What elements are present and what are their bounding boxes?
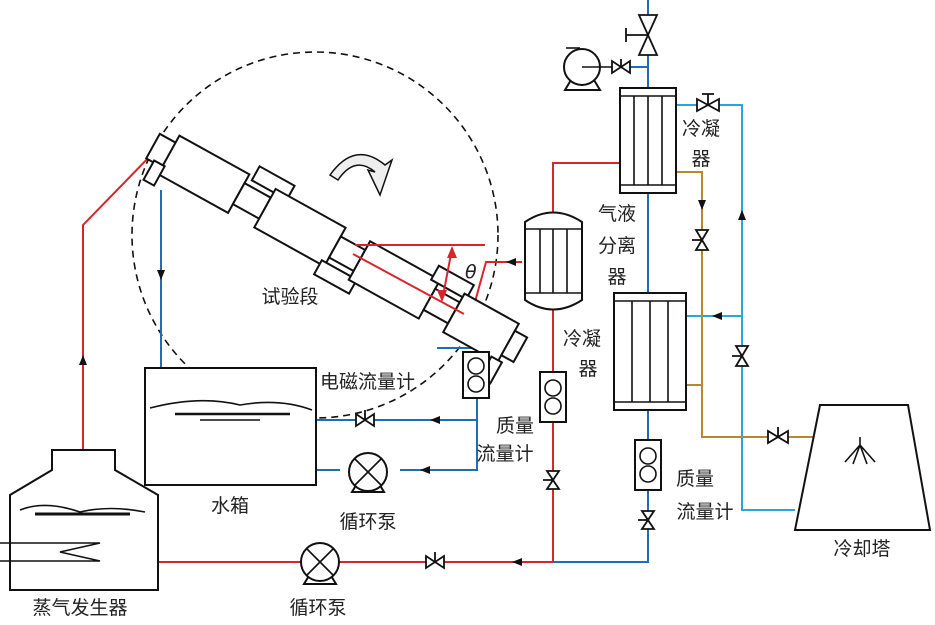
valve-icon: [355, 410, 375, 428]
pump-lower-label: 循环泵: [289, 597, 346, 619]
flow-arrows: [79, 200, 746, 566]
inclination-angle: [352, 244, 485, 315]
circulation-pump-lower: [300, 542, 340, 585]
rotation-arrow-icon: [328, 153, 394, 197]
valve-icon: [611, 59, 631, 75]
mass-flowmeter-1-label-a: 质量: [496, 415, 534, 437]
valve-icon: [425, 552, 445, 570]
rotation-circle: [131, 51, 499, 419]
valve-icon: [692, 229, 710, 251]
valve-icon: [543, 470, 561, 490]
condenser-1-label-b: 器: [691, 148, 710, 170]
theta-label: θ: [465, 261, 477, 283]
mass-flowmeter-1-label-b: 流量计: [476, 443, 533, 465]
vacuum-pump: [563, 47, 612, 91]
valves: [355, 14, 789, 570]
condenser-2-label-a: 冷凝: [563, 328, 601, 350]
condenser-2-label-b: 器: [578, 358, 597, 380]
condenser-1: [619, 87, 677, 194]
mass-flowmeter-2-label-b: 流量计: [676, 501, 733, 523]
em-flowmeter: [462, 351, 490, 399]
valve-icon: [638, 510, 656, 530]
mass-flowmeter-2: [634, 439, 662, 491]
valve-icon: [696, 93, 720, 113]
separator-label-a: 气液: [598, 203, 636, 225]
separator-label-c: 器: [607, 266, 626, 288]
separator-label-b: 分离: [598, 235, 636, 257]
valve-icon: [767, 427, 789, 445]
pump-upper-label: 循环泵: [339, 511, 396, 533]
cooling-tower: [793, 404, 932, 531]
gas-liquid-separator: [524, 211, 583, 311]
valve-icon: [732, 345, 750, 367]
valve-icon: [625, 14, 659, 56]
mass-flowmeter-2-label-a: 质量: [676, 468, 714, 490]
water-tank: [144, 367, 317, 486]
cooling-tower-label: 冷却塔: [833, 538, 890, 560]
steam-lines: [82, 149, 620, 563]
test-section: [142, 132, 529, 385]
condensate-lines: [676, 171, 860, 438]
condenser-1-label-a: 冷凝: [682, 118, 720, 140]
water-tank-label: 水箱: [211, 495, 249, 517]
steam-generator-label: 蒸气发生器: [32, 597, 127, 619]
test-section-label: 试验段: [261, 286, 318, 308]
circulation-pump-upper: [348, 452, 388, 493]
mass-flowmeter-1: [539, 371, 567, 423]
steam-generator: [0, 449, 159, 591]
condenser-2: [613, 292, 687, 411]
em-flowmeter-label: 电磁流量计: [320, 371, 415, 393]
